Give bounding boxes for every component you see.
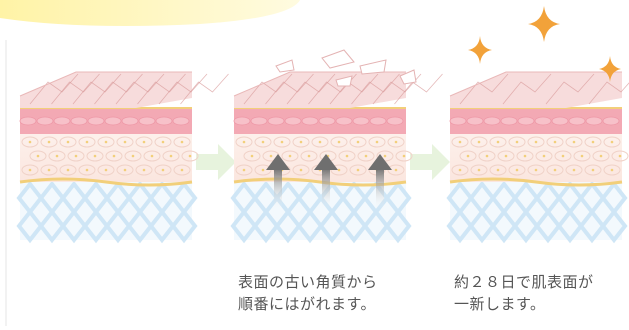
flake-2 bbox=[359, 59, 387, 75]
flow-arrow-1 bbox=[196, 144, 236, 180]
up-arrow-icon bbox=[368, 154, 392, 210]
basal-line bbox=[449, 177, 623, 187]
sparkles bbox=[468, 6, 621, 82]
up-arrow-icon bbox=[314, 154, 338, 210]
upward-arrows bbox=[266, 154, 392, 210]
flake-4 bbox=[399, 69, 417, 85]
sparkle-icon bbox=[599, 56, 621, 82]
caption-line: 表面の古い角質から bbox=[238, 273, 378, 291]
skin-block-renewed bbox=[446, 71, 629, 244]
caption-renewed: 約２８日で肌表面が 一新します。 bbox=[454, 271, 594, 315]
caption-line: 順番にはがれます。 bbox=[238, 295, 377, 313]
sparkle-icon bbox=[468, 36, 492, 64]
dermis-layer bbox=[16, 176, 198, 244]
stratum-band bbox=[233, 107, 406, 134]
skin-block-shedding bbox=[230, 71, 443, 244]
flake-5 bbox=[335, 75, 353, 87]
flake-1 bbox=[321, 49, 355, 69]
stratum-band bbox=[449, 107, 622, 134]
cell-layer bbox=[20, 132, 199, 182]
skin-block-normal-skin bbox=[16, 71, 229, 244]
caption-line: 一新します。 bbox=[454, 295, 546, 313]
cell-layer bbox=[450, 132, 629, 182]
basal-line bbox=[19, 177, 193, 187]
flake-3 bbox=[275, 59, 295, 73]
sparkle-icon bbox=[528, 6, 560, 42]
stratum-band bbox=[19, 107, 192, 134]
top-banner bbox=[0, 0, 300, 26]
stratum-corneum-top bbox=[449, 71, 629, 108]
caption-shedding: 表面の古い角質から 順番にはがれます。 bbox=[238, 271, 378, 315]
up-arrow-icon bbox=[266, 154, 290, 210]
caption-line: 約２８日で肌表面が bbox=[454, 273, 594, 291]
stratum-corneum-top bbox=[19, 71, 229, 108]
dermis-layer bbox=[446, 176, 628, 244]
flow-arrow-2 bbox=[410, 144, 450, 180]
shedding-flakes bbox=[275, 49, 417, 87]
